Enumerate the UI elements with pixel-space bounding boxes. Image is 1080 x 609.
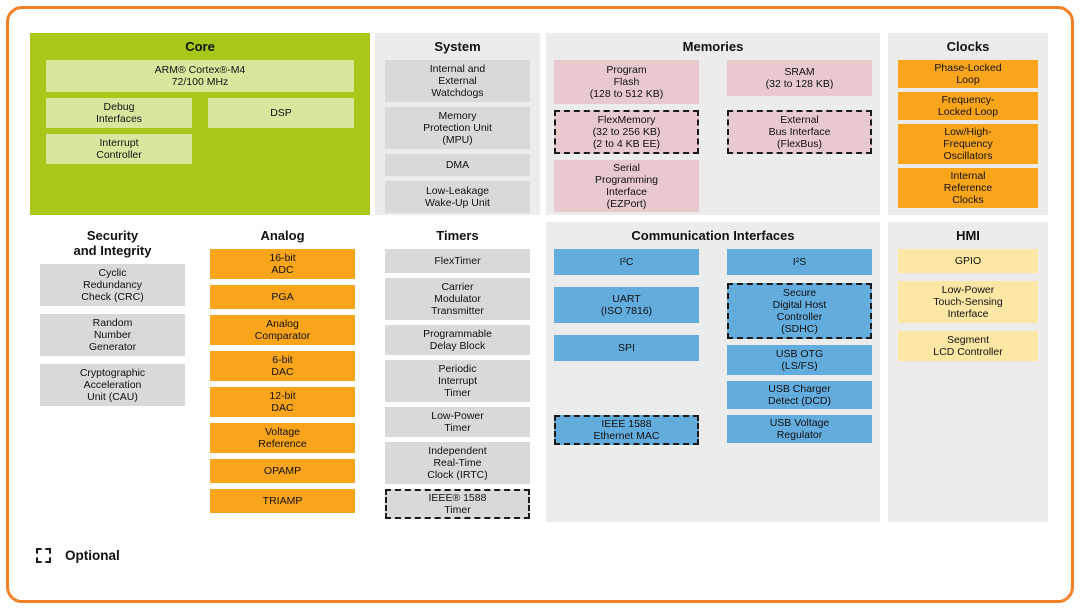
block-usb-voltage-regulator: USB Voltage Regulator (727, 414, 872, 443)
block-analog-comparator: Analog Comparator (210, 314, 355, 345)
block-usb-charger-detect: USB Charger Detect (DCD) (727, 380, 872, 409)
block-flexmemory: FlexMemory (32 to 256 KB) (2 to 4 KB EE) (554, 109, 699, 154)
block-flextimer: FlexTimer (385, 248, 530, 273)
block-opamp: OPAMP (210, 458, 355, 483)
block-oscillators: Low/High- Frequency Oscillators (898, 123, 1038, 164)
block-gpio: GPIO (898, 248, 1038, 273)
panel-timers-title: Timers (436, 228, 479, 243)
block-fll: Frequency- Locked Loop (898, 91, 1038, 120)
block-program-flash: Program Flash (128 to 512 KB) (554, 59, 699, 104)
block-ieee1588-timer: IEEE® 1588 Timer (385, 488, 530, 519)
block-low-power-timer: Low-Power Timer (385, 406, 530, 437)
block-i2c: I²C (554, 248, 699, 275)
block-spi: SPI (554, 334, 699, 361)
block-sdhc: Secure Digital Host Controller (SDHC) (727, 282, 872, 339)
memories-left-column: Program Flash (128 to 512 KB) FlexMemory… (554, 59, 699, 212)
panel-analog: Analog 16-bit ADC PGA Analog Comparator … (200, 222, 365, 522)
legend-optional: Optional (36, 548, 120, 563)
panel-analog-title: Analog (260, 228, 305, 243)
comm-right-column: I²S Secure Digital Host Controller (SDHC… (727, 248, 872, 445)
block-segment-lcd: Segment LCD Controller (898, 330, 1038, 361)
block-touch-sensing: Low-Power Touch-Sensing Interface (898, 280, 1038, 323)
block-voltage-reference: Voltage Reference (210, 422, 355, 453)
block-usb-otg: USB OTG (LS/FS) (727, 344, 872, 375)
block-flexbus: External Bus Interface (FlexBus) (727, 109, 872, 154)
block-uart: UART (ISO 7816) (554, 286, 699, 323)
block-12bit-dac: 12-bit DAC (210, 386, 355, 417)
comm-left-column: I²C UART (ISO 7816) SPI IEEE 1588 Ethern… (554, 248, 699, 445)
block-sram: SRAM (32 to 128 KB) (727, 59, 872, 96)
block-llwu: Low-Leakage Wake-Up Unit (385, 180, 530, 213)
block-adc: 16-bit ADC (210, 248, 355, 279)
block-interrupt-controller: Interrupt Controller (46, 133, 192, 164)
block-pdb: Programmable Delay Block (385, 324, 530, 355)
core-row: Debug Interfaces DSP (46, 97, 354, 128)
panel-memories: Memories Program Flash (128 to 512 KB) F… (546, 33, 880, 215)
panel-system-title: System (434, 39, 481, 54)
panel-memories-title: Memories (682, 39, 744, 54)
panel-clocks-title: Clocks (946, 39, 990, 54)
legend-label: Optional (65, 548, 120, 563)
block-dsp: DSP (208, 97, 354, 128)
panel-core-title: Core (185, 39, 215, 54)
block-watchdogs: Internal and External Watchdogs (385, 59, 530, 102)
block-cau: Cryptographic Acceleration Unit (CAU) (40, 363, 185, 406)
block-cmt: Carrier Modulator Transmitter (385, 277, 530, 320)
block-ethernet-mac: IEEE 1588 Ethernet MAC (554, 414, 699, 445)
block-i2s: I²S (727, 248, 872, 275)
block-triamp: TRIAMP (210, 488, 355, 513)
memories-columns: Program Flash (128 to 512 KB) FlexMemory… (546, 59, 880, 212)
panel-comm-title: Communication Interfaces (631, 228, 795, 243)
panel-core: Core ARM® Cortex®-M4 72/100 MHz Debug In… (30, 33, 370, 215)
block-ezport: Serial Programming Interface (EZPort) (554, 159, 699, 212)
block-6bit-dac: 6-bit DAC (210, 350, 355, 381)
block-crc: Cyclic Redundancy Check (CRC) (40, 263, 185, 306)
block-irtc: Independent Real-Time Clock (IRTC) (385, 441, 530, 484)
comm-columns: I²C UART (ISO 7816) SPI IEEE 1588 Ethern… (546, 248, 880, 445)
panel-system: System Internal and External Watchdogs M… (375, 33, 540, 215)
panel-hmi-title: HMI (956, 228, 980, 243)
block-pll: Phase-Locked Loop (898, 59, 1038, 88)
panel-timers: Timers FlexTimer Carrier Modulator Trans… (375, 222, 540, 522)
panel-hmi: HMI GPIO Low-Power Touch-Sensing Interfa… (888, 222, 1048, 522)
block-rng: Random Number Generator (40, 313, 185, 356)
panel-communication-interfaces: Communication Interfaces I²C UART (ISO 7… (546, 222, 880, 522)
memories-right-column: SRAM (32 to 128 KB) External Bus Interfa… (727, 59, 872, 212)
panel-security: Security and Integrity Cyclic Redundancy… (30, 222, 195, 522)
block-internal-reference-clocks: Internal Reference Clocks (898, 167, 1038, 208)
optional-dashed-icon (36, 548, 51, 563)
block-pit: Periodic Interrupt Timer (385, 359, 530, 402)
panel-clocks: Clocks Phase-Locked Loop Frequency- Lock… (888, 33, 1048, 215)
block-debug-interfaces: Debug Interfaces (46, 97, 192, 128)
block-pga: PGA (210, 284, 355, 309)
block-arm-cortex-m4: ARM® Cortex®-M4 72/100 MHz (46, 59, 354, 92)
block-mpu: Memory Protection Unit (MPU) (385, 106, 530, 149)
block-dma: DMA (385, 153, 530, 176)
panel-security-title: Security and Integrity (73, 228, 152, 258)
